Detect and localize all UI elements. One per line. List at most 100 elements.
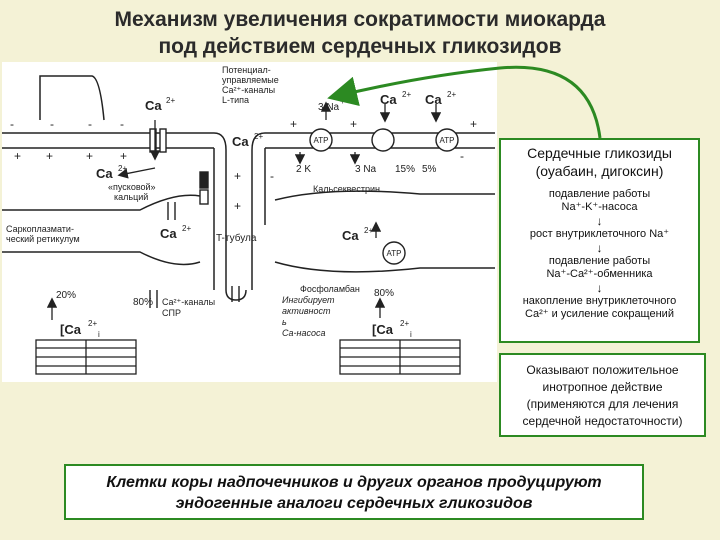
spr-channels-1: Ca²⁺-каналы bbox=[162, 297, 215, 307]
ca-top-2: Ca bbox=[425, 92, 442, 107]
inhibits-3: ь bbox=[282, 317, 287, 327]
myocyte-diagram: ATP ATP ATP - - - - + + + + + + + - - + + - Потенци… bbox=[2, 62, 497, 382]
svg-text:-: - bbox=[270, 169, 274, 183]
ca-sr-right: Ca bbox=[342, 228, 359, 243]
t-tubule-label: T-тубула bbox=[216, 232, 257, 244]
title-line-2: под действием сердечных гликозидов bbox=[158, 35, 562, 58]
action-potential-curve bbox=[39, 75, 105, 121]
step-4-line-2: Ca²⁺ и усиление сокращений bbox=[525, 308, 674, 320]
conclusion-box: Оказывают положительное инотропное дейст… bbox=[499, 353, 706, 437]
ca-i-right: [Ca bbox=[372, 322, 394, 337]
conclusion-line-3: (применяются для лечения bbox=[526, 397, 679, 411]
svg-text:+: + bbox=[120, 149, 127, 163]
step-3-line-2: Na⁺-Ca²⁺-обменника bbox=[546, 268, 653, 280]
channel-label-4: L-типа bbox=[222, 95, 249, 105]
svg-text:+: + bbox=[14, 149, 21, 163]
svg-text:2+: 2+ bbox=[254, 132, 263, 141]
calsequestrin-label: Кальсеквестрин bbox=[313, 184, 380, 194]
ca-i-left: [Ca bbox=[60, 322, 82, 337]
sr-label-1: Саркоплазмати- bbox=[6, 224, 74, 234]
na-k-atpase bbox=[309, 128, 459, 265]
footer-line-2: эндогенные аналоги сердечных гликозидов bbox=[175, 495, 533, 512]
svg-text:+: + bbox=[86, 149, 93, 163]
flow-arrows bbox=[46, 101, 442, 320]
pct15-label: 15% bbox=[395, 164, 415, 175]
page-title: Механизм увеличения сократимости миокард… bbox=[0, 6, 720, 60]
trigger-label-2: кальций bbox=[114, 192, 148, 202]
svg-text:-: - bbox=[88, 117, 92, 131]
svg-text:+: + bbox=[46, 149, 53, 163]
svg-text:2+: 2+ bbox=[400, 319, 409, 328]
svg-text:2+: 2+ bbox=[166, 96, 175, 105]
svg-text:-: - bbox=[50, 117, 54, 131]
svg-text:+: + bbox=[470, 117, 477, 131]
inhibits-1: Ингибирует bbox=[282, 295, 335, 305]
step-2-line-1: рост внутриклеточного Na⁺ bbox=[529, 228, 670, 240]
svg-text:i: i bbox=[410, 330, 412, 339]
mechanism-box: Сердечные гликозиды (оуабаин, дигоксин) … bbox=[499, 138, 700, 343]
conclusion-line-4: сердечной недостаточности) bbox=[522, 414, 683, 428]
title-line-1: Механизм увеличения сократимости миокард… bbox=[114, 8, 606, 31]
svg-text:2+: 2+ bbox=[402, 90, 411, 99]
ca-top-1: Ca bbox=[380, 92, 397, 107]
step-1-line-1: подавление работы bbox=[548, 188, 651, 200]
ca-membrane: Ca bbox=[232, 134, 249, 149]
sarcomere-left bbox=[35, 339, 137, 375]
channel-label-1: Потенциал- bbox=[222, 65, 271, 75]
sarcomere-right bbox=[339, 339, 461, 375]
ca-top-left: Ca bbox=[145, 98, 162, 113]
svg-text:-: - bbox=[10, 117, 14, 131]
svg-text:2+: 2+ bbox=[118, 164, 127, 173]
svg-text:2+: 2+ bbox=[88, 319, 97, 328]
inhibits-2: активност bbox=[282, 306, 331, 316]
trigger-label-1: «пусковой» bbox=[108, 182, 156, 192]
svg-text:2+: 2+ bbox=[364, 226, 373, 235]
step-3-line-1: подавление работы bbox=[548, 255, 651, 267]
conclusion-line-2: инотропное действие bbox=[542, 380, 663, 394]
atp-label-3: ATP bbox=[387, 249, 402, 258]
conclusion-line-1: Оказывают положительное bbox=[526, 363, 679, 377]
atp-label-1: ATP bbox=[314, 136, 329, 145]
na3-label: 3 Na bbox=[318, 102, 340, 113]
down-arrow-icon: ↓ bbox=[596, 214, 603, 228]
pct80b-label: 80% bbox=[374, 288, 394, 299]
svg-text:+: + bbox=[234, 199, 241, 213]
svg-text:2+: 2+ bbox=[182, 224, 191, 233]
t-tubule-junction bbox=[199, 171, 209, 205]
channel-label-2: управляемые bbox=[222, 75, 279, 85]
svg-text:-: - bbox=[120, 117, 124, 131]
mechanism-heading-2: (оуабаин, дигоксин) bbox=[535, 163, 664, 179]
channel-label-3: Ca²⁺-каналы bbox=[222, 85, 275, 95]
pct5-label: 5% bbox=[422, 164, 437, 175]
sarcoplasmic-reticulum bbox=[2, 190, 495, 273]
svg-text:+: + bbox=[234, 169, 241, 183]
ca-trigger: Ca bbox=[96, 166, 113, 181]
na3b-label: 3 Na bbox=[355, 164, 377, 175]
diagram-background bbox=[2, 62, 497, 382]
ca-sr: Ca bbox=[160, 226, 177, 241]
sr-label-2: ческий ретикулум bbox=[6, 234, 80, 244]
mechanism-heading-1: Сердечные гликозиды bbox=[527, 145, 672, 161]
svg-text:-: - bbox=[300, 149, 304, 163]
atp-label-2: ATP bbox=[440, 136, 455, 145]
footer-line-1: Клетки коры надпочечников и других орган… bbox=[106, 474, 602, 491]
down-arrow-icon: ↓ bbox=[596, 281, 603, 295]
svg-text:-: - bbox=[460, 149, 464, 163]
footer-box: Клетки коры надпочечников и других орган… bbox=[64, 464, 644, 520]
spr-channels-2: СПР bbox=[162, 308, 181, 318]
svg-text:+: + bbox=[290, 117, 297, 131]
inhibits-4: Ca-насоса bbox=[282, 328, 325, 338]
membrane-charges: - - - - + + + + + + + - - + + - bbox=[10, 117, 477, 213]
svg-text:2+: 2+ bbox=[447, 90, 456, 99]
k2-label: 2 K bbox=[296, 164, 311, 175]
step-1-line-2: Na⁺-K⁺-насоса bbox=[561, 201, 638, 213]
pct80a-label: 80% bbox=[133, 297, 153, 308]
svg-text:+: + bbox=[350, 117, 357, 131]
down-arrow-icon: ↓ bbox=[596, 241, 603, 255]
svg-text:i: i bbox=[98, 330, 100, 339]
ryanodine-channels bbox=[149, 202, 240, 308]
pct20-label: 20% bbox=[56, 290, 76, 301]
mechanism-box-frame bbox=[499, 138, 700, 343]
step-4-line-1: накопление внутриклеточного bbox=[522, 295, 677, 307]
